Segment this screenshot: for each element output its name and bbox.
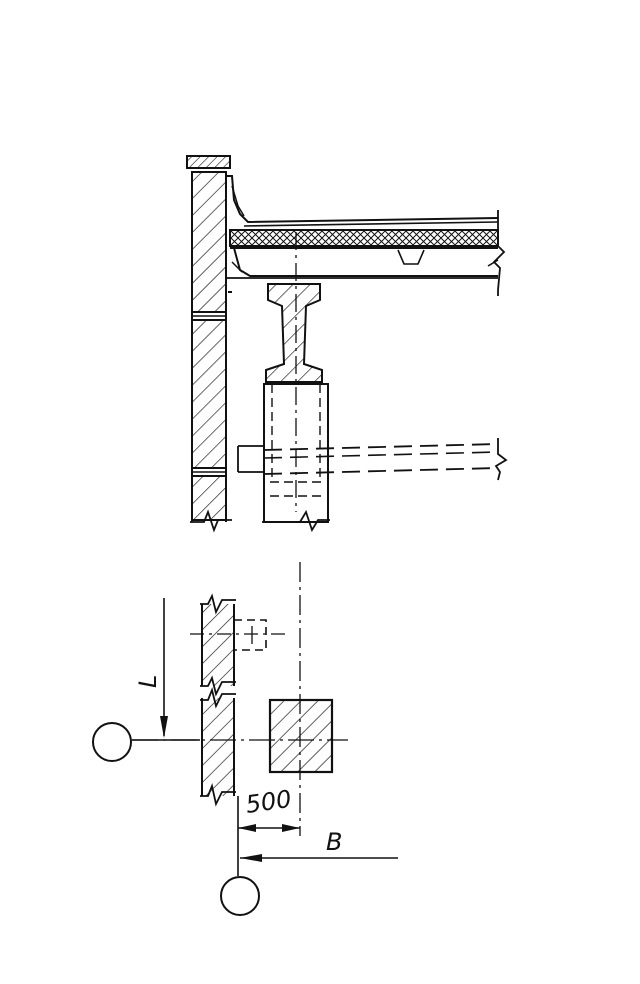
plan-view xyxy=(92,562,398,916)
section-view xyxy=(186,155,508,533)
parapet-cap xyxy=(186,155,231,169)
plan-wall-lower xyxy=(200,687,236,807)
slab-break-line xyxy=(492,210,506,291)
plan-wall-upper xyxy=(200,593,236,697)
axis-l-arrow xyxy=(160,598,168,738)
axis-b-bubble xyxy=(220,876,260,916)
roof-slab xyxy=(226,247,499,279)
i-beam-section xyxy=(265,283,323,383)
axis-l-label: L xyxy=(134,675,162,688)
axis-b-arrow xyxy=(240,854,398,862)
crane-beam xyxy=(237,438,508,481)
wall-break-line xyxy=(190,509,232,533)
axis-b-label: B xyxy=(326,828,342,856)
dimension-500-label: 500 xyxy=(244,785,293,819)
plan-dashed-pier xyxy=(190,619,288,651)
dimension-500 xyxy=(238,824,300,832)
column-break-line xyxy=(262,509,330,533)
axis-l-bubble xyxy=(92,722,132,762)
plan-column xyxy=(268,698,334,774)
roof-membrane xyxy=(226,175,499,224)
exterior-wall xyxy=(191,171,227,522)
insulation-layer xyxy=(229,229,499,247)
